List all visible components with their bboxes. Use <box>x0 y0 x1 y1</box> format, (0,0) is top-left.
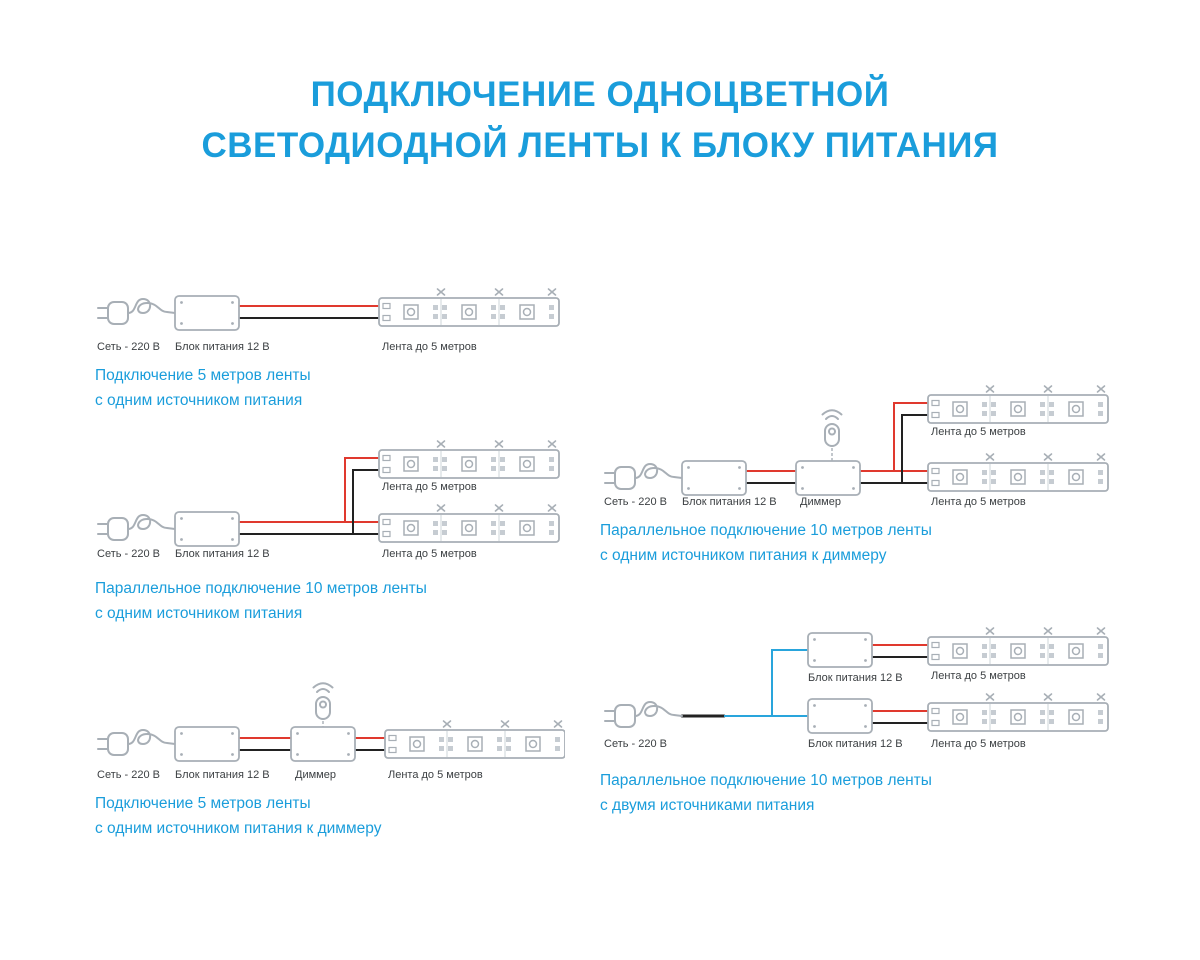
power-supply-box <box>174 726 240 762</box>
page-title-line-1: ПОДКЛЮЧЕНИЕ ОДНОЦВЕТНОЙ <box>310 75 890 114</box>
wire-red <box>872 644 936 712</box>
power-plug-icon <box>97 298 176 325</box>
led-strip-bottom <box>378 504 560 543</box>
power-supply-box-bottom <box>807 698 873 734</box>
led-strip-top <box>927 385 1109 424</box>
diagram-caption: Параллельное подключение 10 метров ленты… <box>600 519 1120 569</box>
caption-line-1: Подключение 5 метров ленты <box>95 795 311 812</box>
caption-line-2: с одним источником питания к диммеру <box>600 546 887 564</box>
caption-line-2: с двумя источниками питания <box>600 796 815 814</box>
power-supply-box <box>174 511 240 547</box>
power-plug-icon <box>604 463 683 490</box>
caption-line-1: Параллельное подключение 10 метров ленты <box>600 522 932 539</box>
diagram-5m-dimmer-canvas: Сеть - 220 В Блок питания 12 В Диммер Ле… <box>97 682 565 781</box>
caption-line-1: Подключение 5 метров ленты <box>95 367 311 384</box>
diagram-caption: Параллельное подключение 10 метров ленты… <box>95 577 565 627</box>
caption-line-1: Параллельное подключение 10 метров ленты <box>95 580 427 597</box>
mains-label: Сеть - 220 В <box>604 738 667 750</box>
power-supply-box-top <box>807 632 873 668</box>
led-strip-top <box>927 627 1109 666</box>
psu-label: Блок питания 12 В <box>175 548 270 560</box>
caption-line-2: с одним источником питания <box>95 604 303 622</box>
strip-top-label: Лента до 5 метров <box>931 670 1026 682</box>
caption-line-2: с одним источником питания <box>95 391 303 409</box>
diagram-parallel-10m-two-psu: Блок питания 12 В Лента до 5 метров Сеть… <box>600 627 1120 819</box>
page-title: ПОДКЛЮЧЕНИЕ ОДНОЦВЕТНОЙ СВЕТОДИОДНОЙ ЛЕН… <box>0 70 1200 172</box>
led-strip-bottom <box>927 693 1109 732</box>
diagram-caption: Подключение 5 метров ленты с одним источ… <box>95 364 565 414</box>
wire-red <box>746 402 936 472</box>
strip-bottom-label: Лента до 5 метров <box>931 738 1026 750</box>
strip-label: Лента до 5 метров <box>382 341 477 353</box>
strip-top-label: Лента до 5 метров <box>382 481 477 493</box>
mains-label: Сеть - 220 В <box>97 769 160 781</box>
caption-line-2: с одним источником питания к диммеру <box>95 819 382 837</box>
dimmer-box <box>795 460 861 496</box>
wire-red <box>239 457 387 523</box>
psu-label: Блок питания 12 В <box>175 769 270 781</box>
remote-control-icon <box>312 682 334 720</box>
power-plug-icon <box>604 701 683 728</box>
strip-bottom-label: Лента до 5 метров <box>382 548 477 560</box>
wire-black <box>872 656 936 724</box>
diagram-caption: Подключение 5 метров ленты с одним источ… <box>95 792 565 842</box>
diagram-caption: Параллельное подключение 10 метров ленты… <box>600 769 1120 819</box>
diagram-parallel-10m-two-psu-canvas: Блок питания 12 В Лента до 5 метров Сеть… <box>604 627 1109 750</box>
power-supply-box <box>681 460 747 496</box>
diagram-parallel-10m-one-psu-canvas: Лента до 5 метров Сеть - 220 В Блок пита… <box>97 440 560 560</box>
led-strip <box>384 720 565 759</box>
led-strip-top <box>378 440 560 479</box>
diagram-parallel-10m-one-psu: Лента до 5 метров Сеть - 220 В Блок пита… <box>95 436 565 627</box>
remote-control-icon <box>821 409 843 447</box>
diagram-single-5m-canvas: Сеть - 220 В Блок питания 12 В Лента до … <box>97 288 560 353</box>
diagram-parallel-10m-dimmer: Лента до 5 метров Сеть - 220 В Блок пита… <box>600 383 1120 569</box>
strip-top-label: Лента до 5 метров <box>931 426 1026 438</box>
wire-blue <box>724 649 808 717</box>
diagram-5m-dimmer: Сеть - 220 В Блок питания 12 В Диммер Ле… <box>95 678 565 842</box>
strip-bottom-label: Лента до 5 метров <box>931 496 1026 508</box>
psu-bottom-label: Блок питания 12 В <box>808 738 903 750</box>
power-supply-box <box>174 295 240 331</box>
wire-black <box>746 414 936 484</box>
power-plug-icon <box>97 514 176 541</box>
page-title-line-2: СВЕТОДИОДНОЙ ЛЕНТЫ К БЛОКУ ПИТАНИЯ <box>201 125 999 165</box>
diagram-single-5m: Сеть - 220 В Блок питания 12 В Лента до … <box>95 288 565 414</box>
led-strip-bottom <box>927 453 1109 492</box>
psu-label: Блок питания 12 В <box>175 341 270 353</box>
psu-label: Блок питания 12 В <box>682 496 777 508</box>
strip-label: Лента до 5 метров <box>388 769 483 781</box>
mains-label: Сеть - 220 В <box>97 548 160 560</box>
dimmer-label: Диммер <box>800 496 841 508</box>
psu-top-label: Блок питания 12 В <box>808 672 903 684</box>
wire-black <box>239 469 387 535</box>
mains-label: Сеть - 220 В <box>97 341 160 353</box>
dimmer-label: Диммер <box>295 769 336 781</box>
power-plug-icon <box>97 729 176 756</box>
diagram-parallel-10m-dimmer-canvas: Лента до 5 метров Сеть - 220 В Блок пита… <box>604 385 1109 508</box>
led-strip <box>378 288 560 327</box>
caption-line-1: Параллельное подключение 10 метров ленты <box>600 772 932 789</box>
dimmer-box <box>290 726 356 762</box>
mains-label: Сеть - 220 В <box>604 496 667 508</box>
